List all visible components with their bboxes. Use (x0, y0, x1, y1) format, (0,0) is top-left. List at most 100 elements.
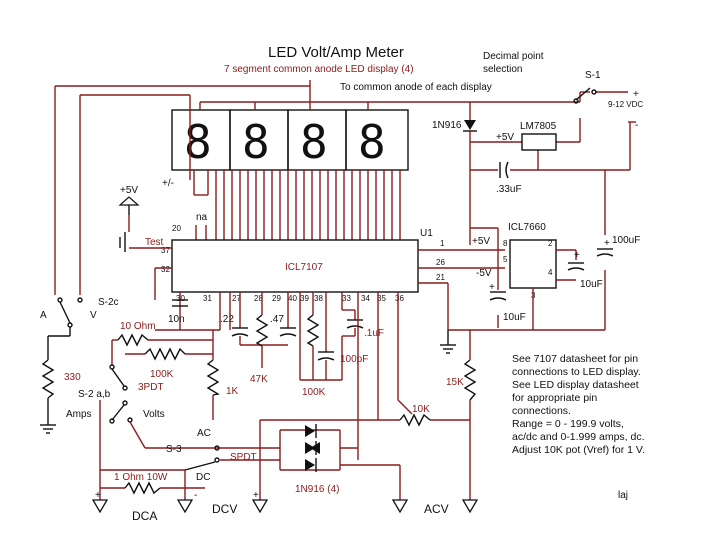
led-display-4: 8 (345, 109, 409, 171)
icl7660-label: ICL7660 (508, 222, 546, 233)
c047-label: .47 (270, 314, 284, 325)
svg-text:+: + (253, 490, 259, 501)
c10n-label: 10n (168, 314, 185, 325)
initials-label: laj (618, 490, 628, 501)
svg-text:+: + (489, 282, 495, 293)
capacitor-033uf (499, 161, 509, 179)
led-display-3: 8 (287, 109, 347, 171)
c10uf-b-label: 10uF (503, 312, 526, 323)
switch-s1 (573, 87, 597, 104)
lm7805-label: LM7805 (520, 121, 557, 132)
capacitor-100pf (317, 292, 335, 380)
minus-terminal-label: - (635, 120, 638, 131)
icl7107-chip: ICL7107 U1 (171, 228, 433, 293)
c100uf-label: 100uF (612, 235, 640, 246)
test-button (118, 196, 172, 252)
resistor-100k-a (144, 347, 186, 361)
pin-30: 30 (176, 294, 185, 303)
resistor-10k-pot (397, 399, 431, 427)
resistor-15k (463, 359, 477, 401)
diodes-label: 1N916 (4) (295, 484, 339, 495)
a-label: A (40, 310, 47, 321)
pin-37: 37 (161, 246, 170, 255)
note-line-6: Range = 0 - 199.9 volts, (512, 418, 624, 430)
note-line-8: Adjust 10K pot (Vref) for 1 V. (512, 444, 645, 456)
s3-label: S-3 (166, 444, 182, 455)
diode-1n916 (463, 120, 477, 140)
ic-right-wires (418, 170, 606, 345)
diagram-title: LED Volt/Amp Meter (268, 44, 404, 61)
note-line-7: ac/dc and 0-1.999 amps, dc. (512, 431, 645, 443)
switch-s3 (184, 445, 220, 471)
decimal-point-label-1: Decimal point (483, 51, 544, 62)
pdt3-label: 3PDT (138, 382, 164, 393)
icl7660-wires (469, 190, 577, 330)
na-label: na (196, 212, 208, 223)
pin-34: 34 (361, 294, 370, 303)
resistor-1k (206, 359, 220, 396)
r100k-b-label: 100K (302, 387, 326, 398)
note-line-1: See 7107 datasheet for pin (512, 353, 638, 365)
svg-text:-: - (194, 490, 197, 501)
capacitor-10uf-a: + (567, 250, 585, 271)
resistor-1-ohm (124, 481, 161, 495)
pin-36: 36 (395, 294, 404, 303)
pin-29: 29 (272, 294, 281, 303)
common-anode-bus (199, 80, 581, 120)
test-plus5v-label: +5V (120, 185, 138, 196)
capacitor-01uf (341, 292, 364, 380)
spdt-label: SPDT (230, 452, 257, 463)
pin-q5: 5 (503, 255, 508, 264)
pin-40: 40 (288, 294, 297, 303)
r10ohm-label: 10 Ohm (120, 321, 156, 332)
resistor-47k (255, 292, 269, 368)
left-input-wires (54, 85, 310, 500)
diagram-subtitle: 7 segment common anode LED display (4) (224, 64, 414, 75)
dca-terminal: + (91, 490, 109, 514)
v-label: V (90, 310, 97, 321)
common-anode-note: To common anode of each display (340, 82, 492, 93)
pin-21: 21 (436, 273, 445, 282)
r1ohm-label: 1 Ohm 10W (114, 472, 168, 483)
capacitor-10uf-b: + (489, 282, 507, 301)
dca-label: DCA (132, 509, 157, 523)
acv-label: ACV (424, 502, 449, 516)
u1-label: U1 (420, 228, 433, 239)
pin-31: 31 (203, 294, 212, 303)
test-label: Test (145, 237, 164, 248)
pin-35: 35 (377, 294, 386, 303)
reg-in-label: +5V (496, 132, 514, 143)
decimal-point-label-2: selection (483, 64, 522, 75)
c022-label: .22 (220, 314, 234, 325)
pin-q4: 4 (548, 268, 553, 277)
r15k-label: 15K (446, 377, 464, 388)
diode1-label: 1N916 (432, 120, 462, 131)
resistor-330 (40, 359, 56, 434)
lower-wires (100, 292, 471, 500)
pin-32: 32 (161, 265, 170, 274)
pin-33: 33 (342, 294, 351, 303)
c10uf-a-label: 10uF (580, 279, 603, 290)
amps-label: Amps (66, 409, 92, 420)
display-segment-wires (193, 170, 401, 240)
vdc-label: 9-12 VDC (608, 100, 643, 109)
volts-label: Volts (143, 409, 165, 420)
led-display-1: 8 (171, 109, 231, 171)
plus-terminal-label: + (633, 89, 639, 100)
minus5v-label: -5V (476, 268, 492, 279)
svg-text:8: 8 (184, 115, 212, 169)
s2ab-label: S-2 a,b (78, 389, 111, 400)
lm7805-regulator: LM7805 (520, 121, 557, 151)
dcv-terminal: + (251, 490, 269, 514)
led-display-2: 8 (229, 109, 289, 171)
r47k-label: 47K (250, 374, 268, 385)
ground-symbol-ic (440, 344, 456, 354)
c100pf-label: 100pF (340, 354, 368, 365)
note-line-2: connections to LED display. (512, 366, 641, 378)
ac-label: AC (197, 428, 211, 439)
s1-label: S-1 (585, 70, 601, 81)
svg-text:+: + (95, 490, 101, 501)
capacitor-022 (231, 292, 288, 346)
svg-text:8: 8 (300, 115, 328, 169)
